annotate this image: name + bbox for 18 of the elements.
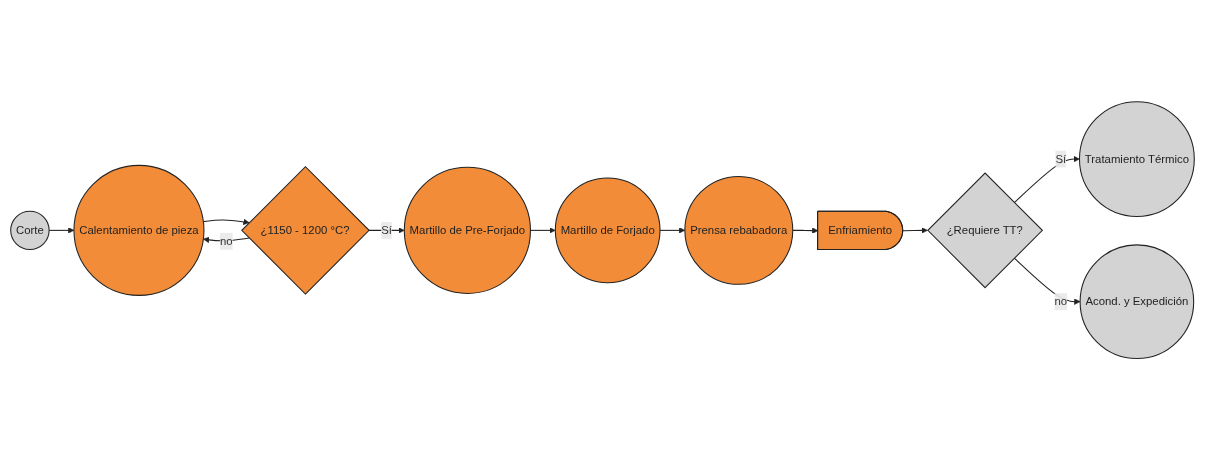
node-circle: Prensa rebabadora	[684, 176, 794, 286]
arrow	[1013, 258, 1081, 306]
node-circle: Martillo de Pre-Forjado	[403, 167, 531, 295]
node-circle: Tratamiento Térmico	[1078, 101, 1195, 218]
node-diamond: ¿1150 - 1200 °C?	[241, 166, 370, 296]
arrow	[902, 227, 928, 234]
arrow	[1013, 156, 1080, 204]
edge-label: no	[219, 235, 233, 248]
node-circle: Corte	[10, 211, 50, 251]
node-circle: Martillo de Forjado	[554, 177, 661, 284]
edge-label: Sí	[381, 224, 392, 237]
edge-label: Sí	[1055, 153, 1067, 166]
arrow	[203, 237, 250, 244]
node-circle: Acond. y Expedición	[1079, 244, 1195, 360]
node-diamond: ¿Requiere TT?	[927, 172, 1044, 289]
arrow	[202, 219, 250, 226]
edge-label: no	[1054, 295, 1068, 308]
node-circle: Calentamiento de pieza	[73, 165, 205, 297]
